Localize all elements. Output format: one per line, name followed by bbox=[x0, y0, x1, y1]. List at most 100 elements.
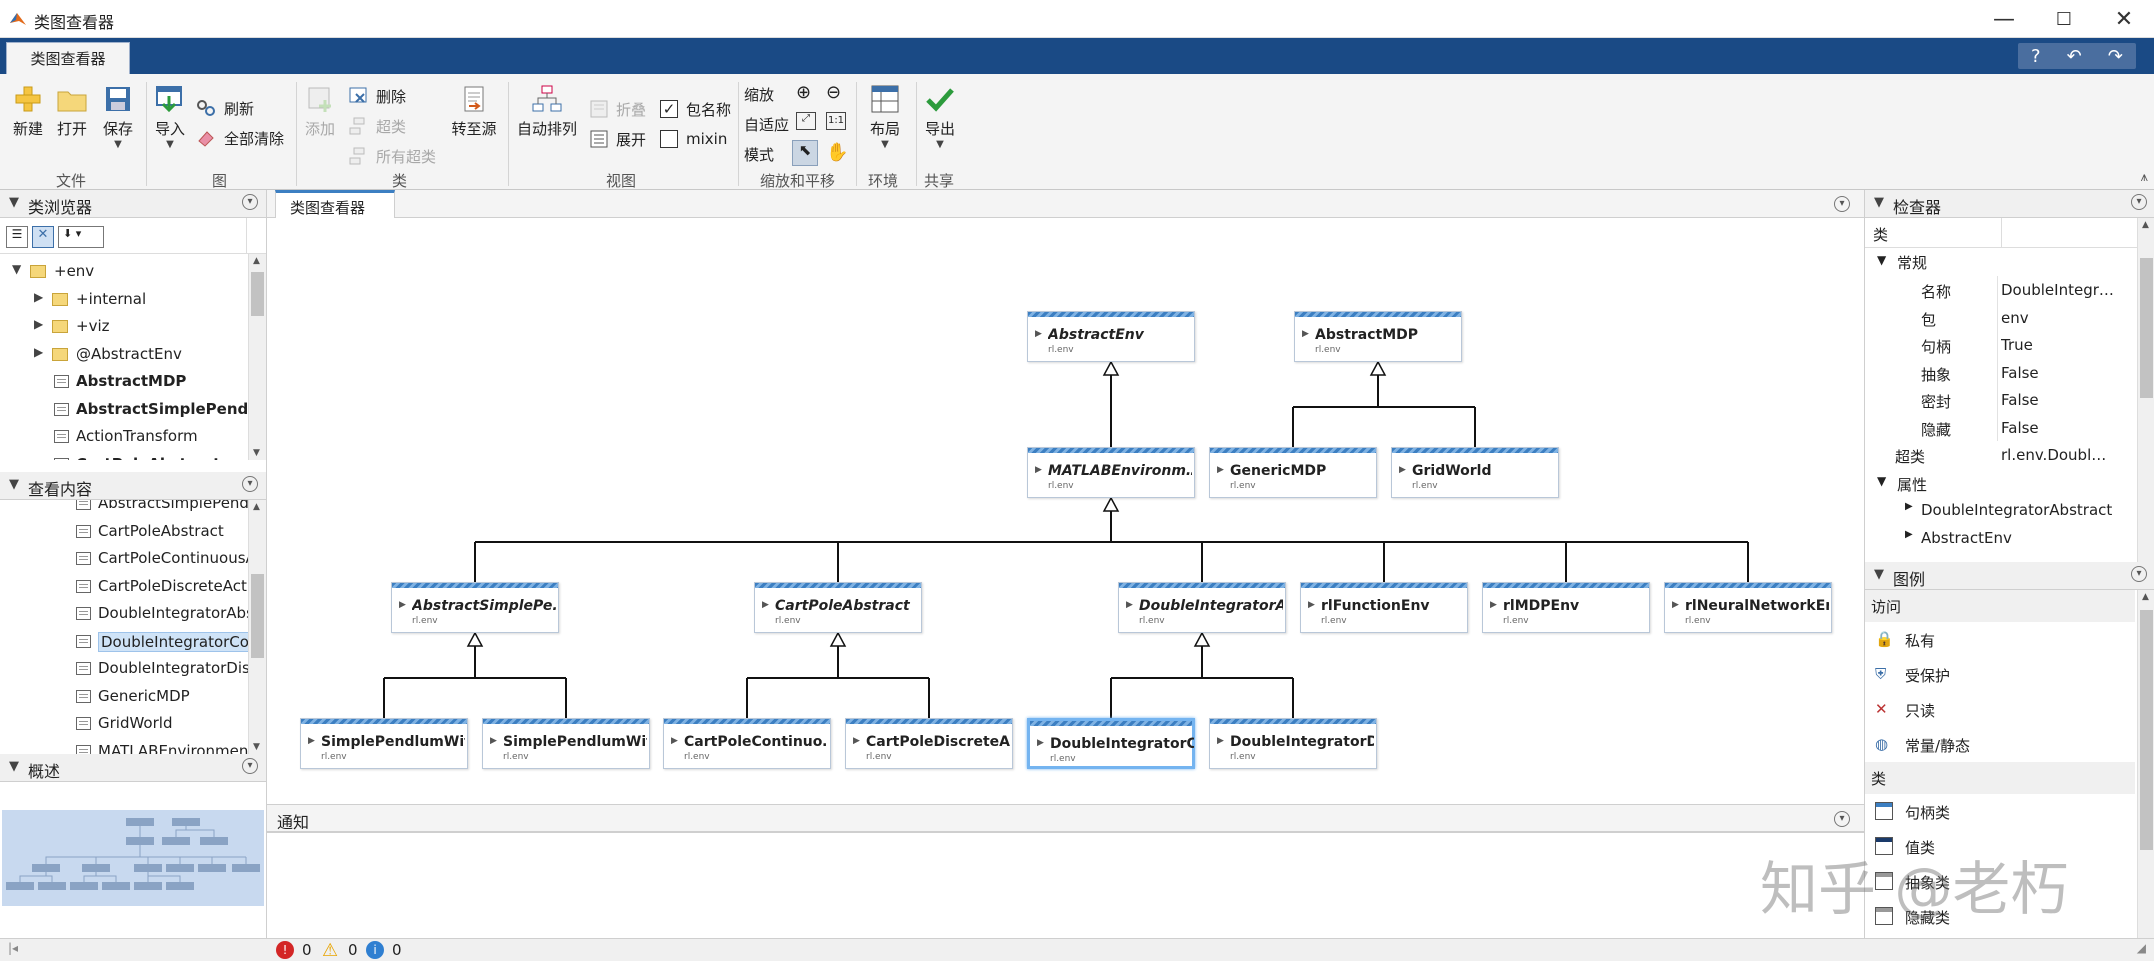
zoom-out-icon[interactable]: ⊖ bbox=[826, 82, 842, 103]
collapse-panel-icon[interactable]: ▼ bbox=[1874, 195, 1884, 210]
class-browser-scrollbar[interactable]: ▲ ▼ bbox=[248, 254, 266, 460]
package-names-checkbox[interactable]: ✓ 包名称 bbox=[660, 98, 731, 120]
export-button[interactable]: 导出 ▼ bbox=[922, 84, 958, 150]
resize-grip-icon[interactable]: ◢ bbox=[2136, 941, 2146, 955]
scroll-up-icon[interactable]: ▲ bbox=[2142, 220, 2149, 230]
auto-arrange-button[interactable]: 自动排列 bbox=[514, 84, 580, 139]
collapsed-arrow-icon[interactable]: ▶ bbox=[34, 344, 44, 359]
go-to-source-button[interactable]: 转至源 bbox=[448, 84, 500, 139]
scroll-up-icon[interactable]: ▲ bbox=[2142, 592, 2149, 602]
tree-item[interactable]: AbstractSimplePend… bbox=[0, 396, 248, 423]
expand-node-icon[interactable]: ▶ bbox=[1217, 465, 1224, 475]
list-item[interactable]: DoubleIntegratorAbstr bbox=[0, 600, 248, 627]
tab-class-diagram[interactable]: 类图查看器 bbox=[275, 190, 395, 218]
view-contents-scrollbar[interactable]: ▲ ▼ bbox=[248, 500, 266, 754]
help-icon[interactable]: ? bbox=[2031, 45, 2041, 67]
expand-node-icon[interactable]: ▶ bbox=[399, 600, 406, 610]
info-icon[interactable]: i bbox=[366, 941, 384, 959]
class-box[interactable]: ▶CartPoleContinuo…rl.env bbox=[663, 718, 831, 769]
list-view-icon[interactable]: ☰ bbox=[6, 226, 28, 248]
expand-node-icon[interactable]: ▶ bbox=[1035, 329, 1042, 339]
overview-thumbnail[interactable] bbox=[2, 810, 264, 906]
minimize-button[interactable]: — bbox=[1993, 6, 2015, 32]
class-box[interactable]: ▶AbstractSimplePe…rl.env bbox=[391, 582, 559, 633]
redo-icon[interactable]: ↷ bbox=[2107, 45, 2123, 67]
class-node[interactable]: ▶CartPoleContinuo…rl.env bbox=[660, 715, 836, 774]
class-box[interactable]: ▶DoubleIntegratorDi…rl.env bbox=[1209, 718, 1377, 769]
actual-size-icon[interactable]: 1:1 bbox=[826, 112, 846, 130]
class-box[interactable]: ▶DoubleIntegratorA…rl.env bbox=[1118, 582, 1286, 633]
scrollbar-thumb[interactable] bbox=[251, 272, 264, 316]
tree-item[interactable]: ▼+env bbox=[0, 258, 248, 285]
class-node[interactable]: ▶MATLABEnvironm…rl.env bbox=[1024, 444, 1200, 503]
expand-node-icon[interactable]: ▶ bbox=[1302, 329, 1309, 339]
panel-options-icon[interactable]: ▾ bbox=[242, 194, 258, 210]
collapse-toolstrip-icon[interactable]: ⩚ bbox=[2140, 170, 2148, 185]
expanded-arrow-icon[interactable]: ▼ bbox=[12, 262, 22, 276]
zoom-in-icon[interactable]: ⊕ bbox=[796, 82, 812, 103]
tree-item[interactable]: ▶+internal bbox=[0, 286, 248, 313]
expand-node-icon[interactable]: ▶ bbox=[853, 736, 860, 746]
collapse-panel-icon[interactable]: ▼ bbox=[9, 759, 19, 774]
expand-node-icon[interactable]: ▶ bbox=[308, 736, 315, 746]
list-item[interactable]: DoubleIntegratorDiscr bbox=[0, 655, 248, 682]
class-box[interactable]: ▶DoubleIntegratorC…rl.env bbox=[1027, 718, 1195, 769]
expand-node-icon[interactable]: ▶ bbox=[1308, 600, 1315, 610]
tree-item[interactable]: ▶+viz bbox=[0, 313, 248, 340]
new-button[interactable]: 新建 bbox=[8, 84, 48, 139]
clear-filter-icon[interactable]: ✕ bbox=[32, 226, 54, 248]
scroll-down-icon[interactable]: ▼ bbox=[253, 742, 260, 752]
collapsed-arrow-icon[interactable]: ▶ bbox=[34, 289, 44, 304]
panel-options-icon[interactable]: ▾ bbox=[242, 758, 258, 774]
expand-node-icon[interactable]: ▶ bbox=[1490, 600, 1497, 610]
save-dropdown-icon[interactable]: ▼ bbox=[114, 139, 122, 150]
fit-to-window-icon[interactable]: ⤢ bbox=[796, 112, 816, 130]
property-group-row[interactable]: ▶DoubleIntegratorAbstract bbox=[1865, 496, 2135, 524]
list-item[interactable]: GridWorld bbox=[0, 710, 248, 737]
class-node[interactable]: ▶DoubleIntegratorA…rl.env bbox=[1115, 579, 1291, 638]
list-item[interactable]: CartPoleDiscreteActio bbox=[0, 573, 248, 600]
class-box[interactable]: ▶SimplePendlumWit…rl.env bbox=[300, 718, 468, 769]
class-node[interactable]: ▶CartPoleDiscreteA…rl.env bbox=[842, 715, 1018, 774]
class-box[interactable]: ▶CartPoleDiscreteA…rl.env bbox=[845, 718, 1013, 769]
collapse-panel-icon[interactable]: ▼ bbox=[9, 477, 19, 492]
refresh-button[interactable]: 刷新 bbox=[196, 96, 254, 120]
tree-item[interactable]: AbstractMDP bbox=[0, 368, 248, 395]
class-node[interactable]: ▶AbstractSimplePe…rl.env bbox=[388, 579, 564, 638]
list-item[interactable]: AbstractSimplePendulu bbox=[0, 500, 248, 517]
import-dropdown-icon[interactable]: ▼ bbox=[166, 139, 174, 150]
expand-node-icon[interactable]: ▶ bbox=[1126, 600, 1133, 610]
collapse-panel-icon[interactable]: ▼ bbox=[1874, 567, 1884, 582]
legend-scrollbar[interactable]: ▲ bbox=[2137, 590, 2154, 942]
undo-icon[interactable]: ↶ bbox=[2066, 45, 2082, 67]
maximize-button[interactable]: ☐ bbox=[2055, 8, 2073, 30]
properties-section-row[interactable]: ▼属性 bbox=[1865, 469, 2135, 497]
tree-item[interactable]: ActionTransform bbox=[0, 423, 248, 450]
expand-node-icon[interactable]: ▶ bbox=[671, 736, 678, 746]
class-node[interactable]: ▶DoubleIntegratorDi…rl.env bbox=[1206, 715, 1382, 774]
panel-toggle-icon[interactable]: |◂ bbox=[8, 941, 19, 955]
scroll-up-icon[interactable]: ▲ bbox=[253, 256, 260, 266]
clear-all-button[interactable]: 全部清除 bbox=[196, 126, 284, 150]
error-icon[interactable]: ! bbox=[276, 941, 294, 959]
list-item[interactable]: DoubleIntegratorConti bbox=[0, 628, 248, 655]
scrollbar-thumb[interactable] bbox=[2140, 258, 2153, 398]
list-item[interactable]: MATLABEnvironment bbox=[0, 738, 248, 754]
list-item[interactable]: GenericMDP bbox=[0, 683, 248, 710]
scroll-up-icon[interactable]: ▲ bbox=[253, 502, 260, 512]
expand-node-icon[interactable]: ▶ bbox=[1399, 465, 1406, 475]
general-section-row[interactable]: ▼ 常规 bbox=[1865, 248, 2137, 276]
